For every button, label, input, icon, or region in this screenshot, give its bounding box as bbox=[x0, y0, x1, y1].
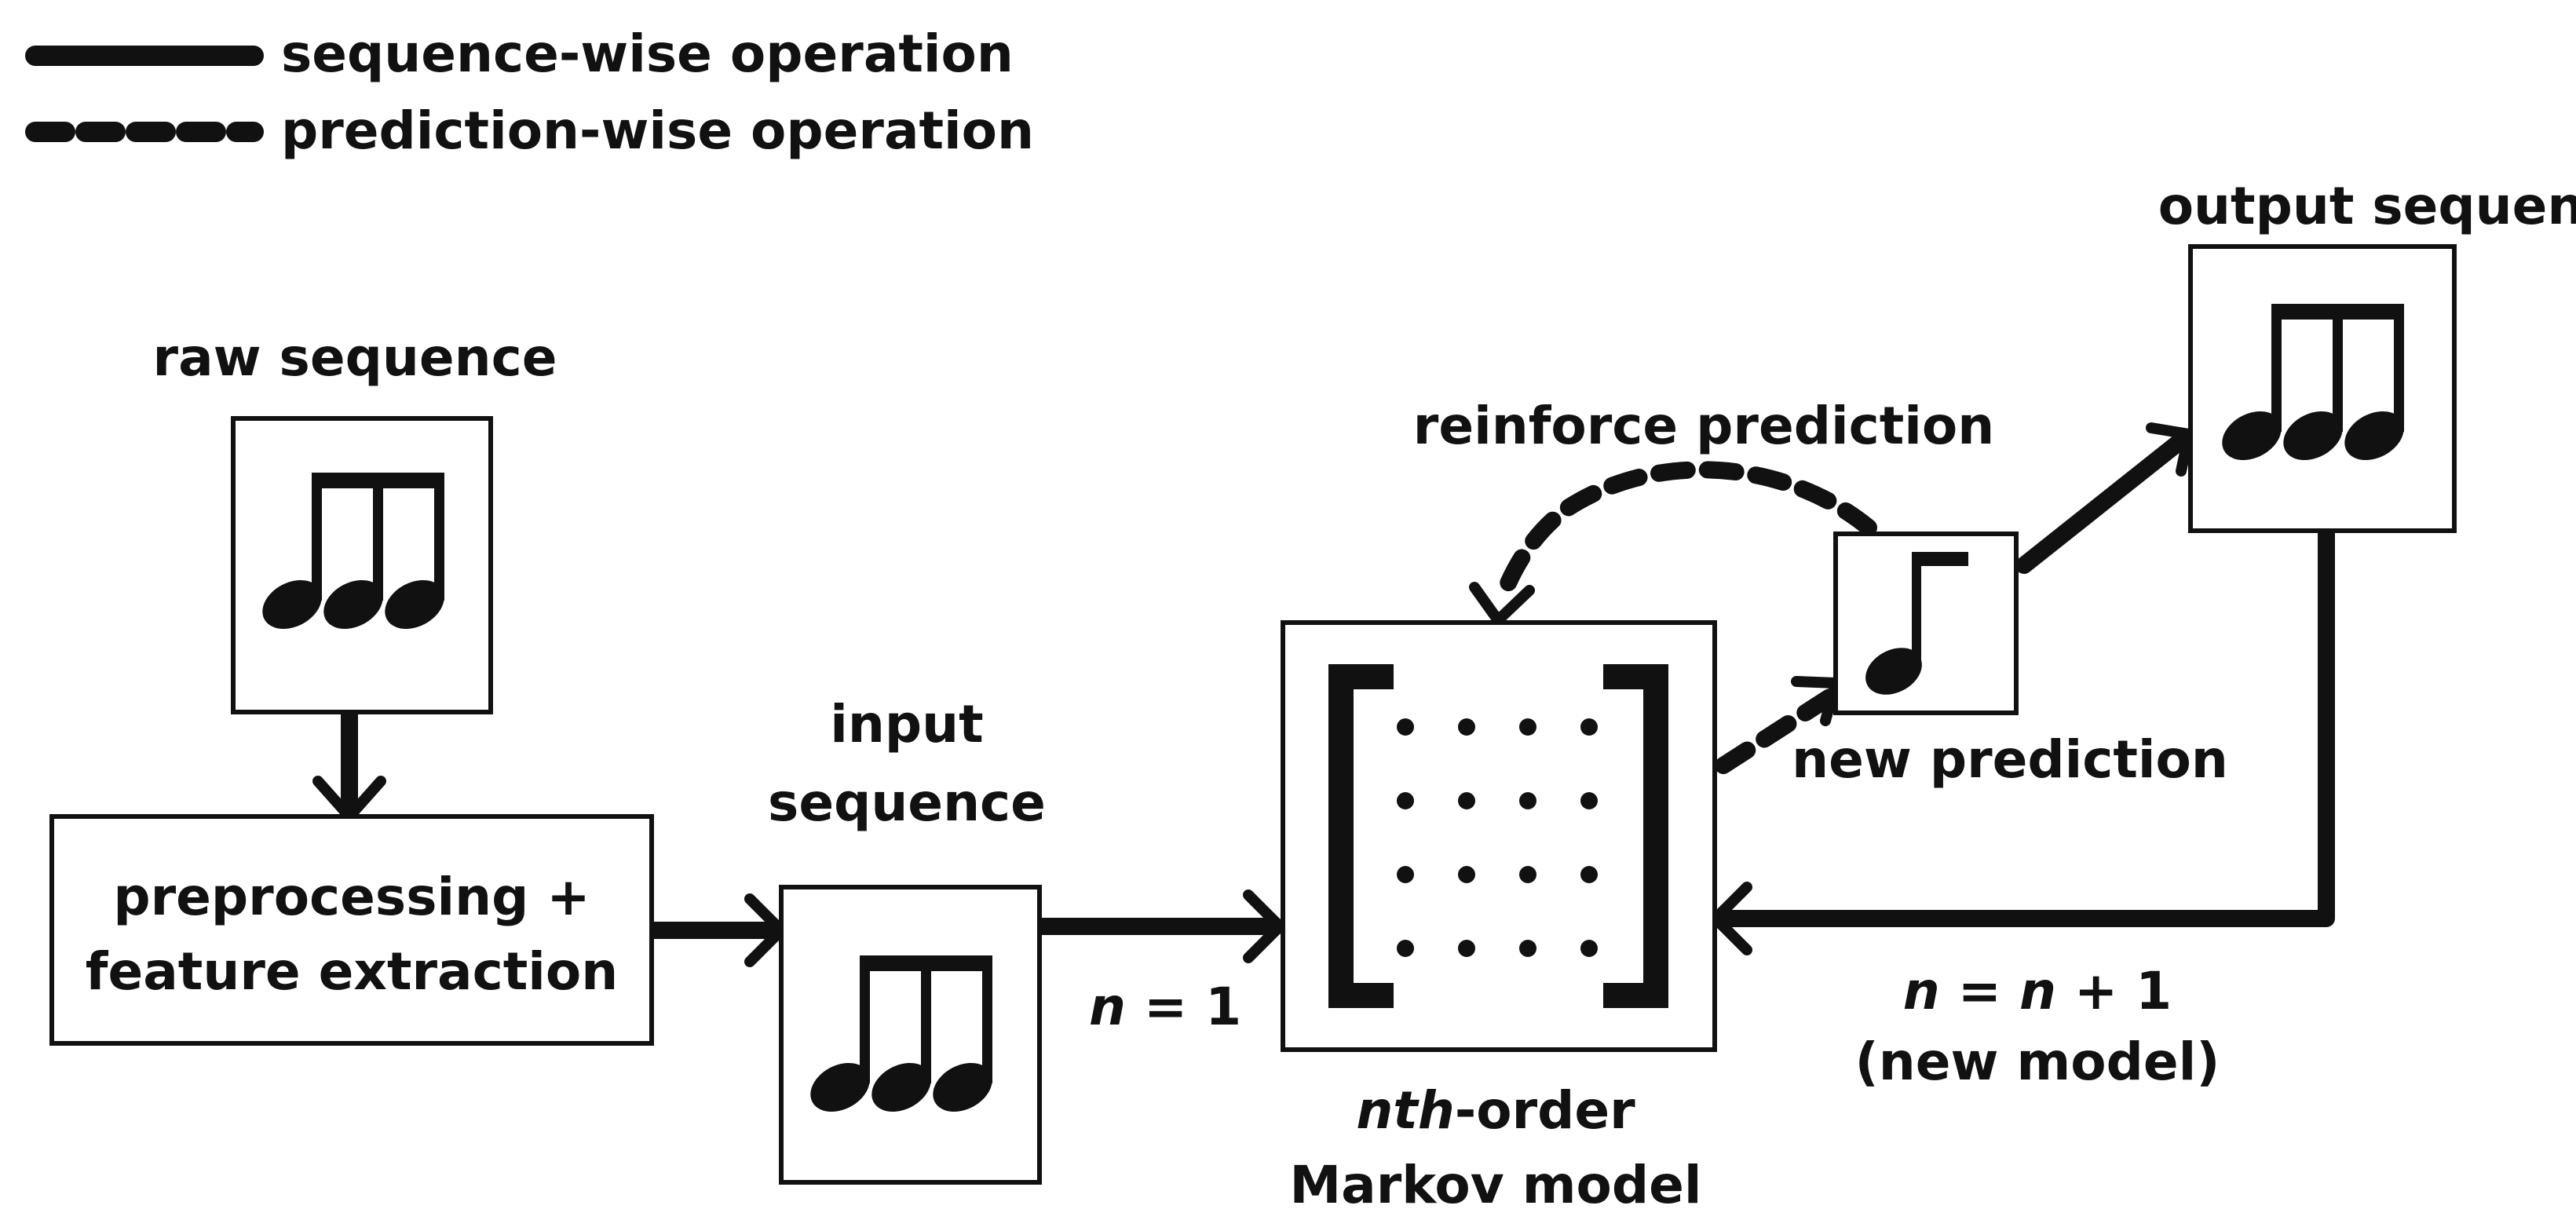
arrow-markov-to-prediction bbox=[1715, 686, 1842, 774]
arrow-output-to-markov bbox=[1711, 522, 2335, 927]
arrowhead-input-to-markov bbox=[1243, 889, 1285, 963]
sequence-wise-arrows bbox=[312, 422, 2335, 967]
raw-sequence-label: raw sequence bbox=[153, 327, 557, 388]
input-sequence-box bbox=[779, 885, 1042, 1185]
markov-model-label-line1: nth-order bbox=[1356, 1080, 1635, 1141]
arrow-reinforce-prediction bbox=[1493, 461, 1877, 609]
input-sequence-label-line1: input bbox=[830, 694, 983, 754]
new-prediction-label: new prediction bbox=[1792, 729, 2228, 790]
preprocessing-box: preprocessing + feature extraction bbox=[49, 814, 654, 1046]
output-sequence-label: output sequence bbox=[2158, 176, 2576, 236]
new-model-note: (new model) bbox=[1855, 1032, 2220, 1092]
raw-sequence-box bbox=[231, 416, 493, 714]
legend-prediction-wise-label: prediction-wise operation bbox=[281, 100, 1034, 161]
input-sequence-label-line2: sequence bbox=[768, 773, 1046, 833]
legend-sequence-wise-label: sequence-wise operation bbox=[281, 24, 1014, 84]
legend: sequence-wise operation prediction-wise … bbox=[25, 24, 1034, 161]
arrowhead-reinforce-prediction bbox=[1469, 582, 1535, 626]
reinforce-prediction-label: reinforce prediction bbox=[1413, 396, 1994, 456]
output-sequence-box bbox=[2188, 244, 2457, 533]
preprocessing-label-line1: preprocessing + bbox=[113, 867, 590, 927]
n-equals-1-label: n = 1 bbox=[1089, 977, 1241, 1037]
n-update-label: n = n + 1 bbox=[1903, 961, 2172, 1021]
new-prediction-box bbox=[1833, 531, 2019, 715]
markov-model-label-line2: Markov model bbox=[1290, 1155, 1702, 1215]
bracketed-dot-matrix-icon bbox=[1328, 664, 1668, 1008]
matrix-dots bbox=[1397, 718, 1598, 957]
preprocessing-label-line2: feature extraction bbox=[86, 941, 618, 1002]
arrow-prediction-to-output bbox=[2015, 429, 2193, 574]
markov-model-box bbox=[1281, 620, 1717, 1052]
